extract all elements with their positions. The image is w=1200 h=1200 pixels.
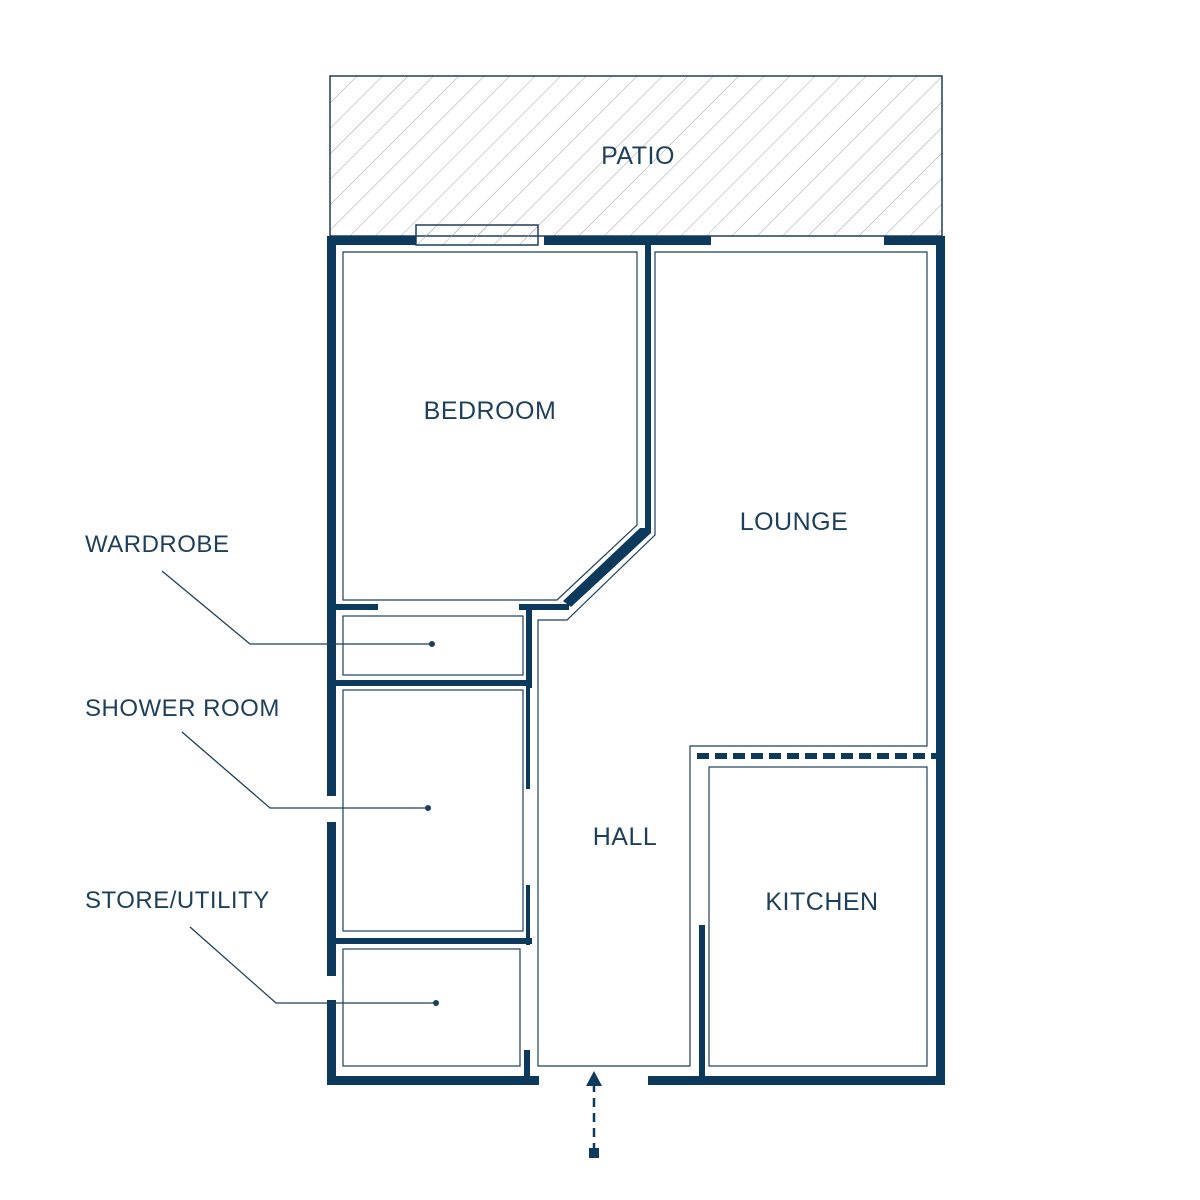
patio-window [415, 224, 539, 246]
wardrobe-leader [161, 570, 435, 647]
patio-label: PATIO [601, 142, 675, 170]
bedroom-label: BEDROOM [424, 397, 557, 425]
kitchen-label: KITCHEN [765, 888, 878, 916]
wardrobe-callout-label: WARDROBE [85, 531, 229, 558]
room-outlines [342, 251, 928, 1067]
entrance-arrow-icon [586, 1071, 602, 1158]
shower-room-leader [181, 731, 431, 811]
lounge-label: LOUNGE [740, 508, 849, 536]
outer-walls [327, 236, 945, 1085]
shower-room-callout-label: SHOWER ROOM [85, 695, 280, 722]
store-utility-leader [189, 926, 439, 1006]
interior-walls [336, 245, 936, 1080]
hall-label: HALL [593, 823, 658, 851]
patio-area [329, 75, 943, 246]
store-utility-callout-label: STORE/UTILITY [85, 887, 270, 914]
